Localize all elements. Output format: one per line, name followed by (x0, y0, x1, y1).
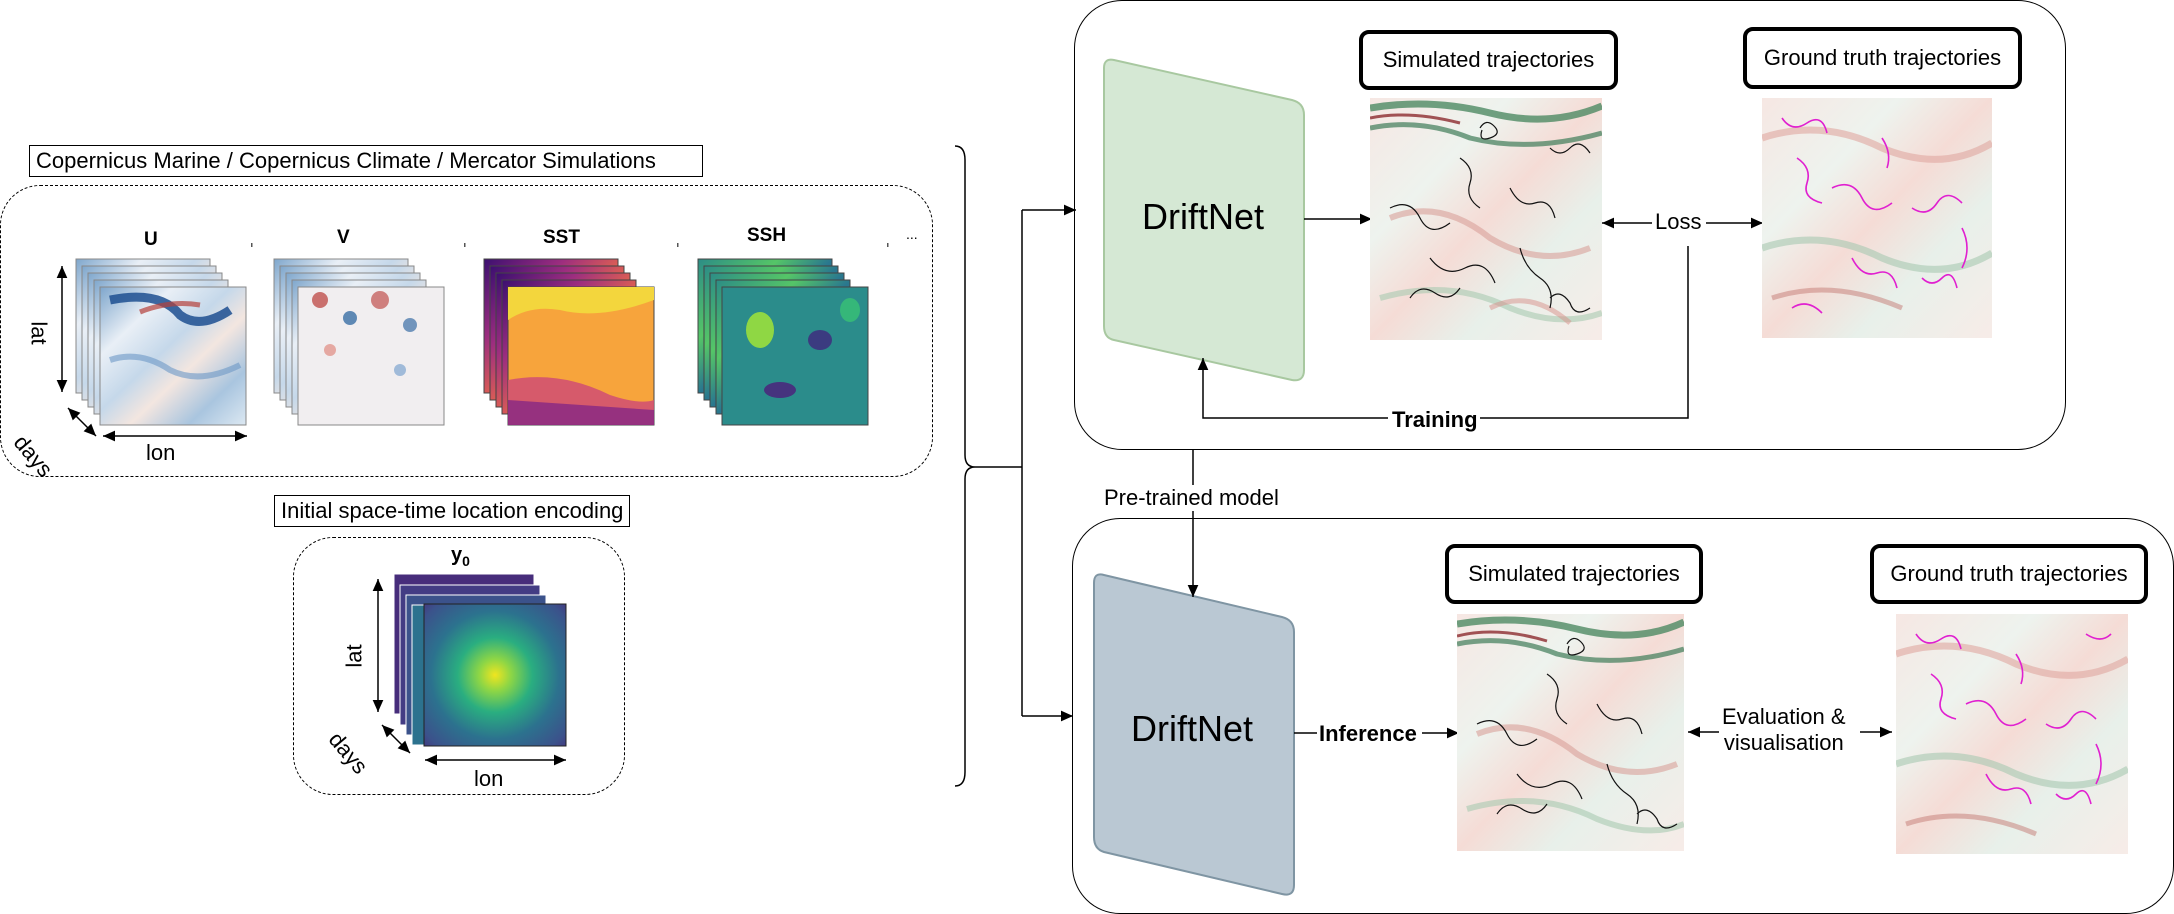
encoding-axis-lat: lat (341, 644, 367, 668)
evaluation-label: Evaluation & visualisation (1722, 704, 1846, 756)
input-axis-lat: lat (26, 321, 52, 345)
training-panel (1074, 0, 2066, 450)
driftnet-train-label: DriftNet (1142, 196, 1265, 237)
encoding-label: Initial space-time location encoding (274, 495, 631, 527)
gt-traj-map-train (1762, 98, 1992, 338)
driftnet-infer-label: DriftNet (1131, 708, 1254, 749)
brace-connectors (975, 204, 1076, 722)
sim-traj-map-train (1370, 98, 1602, 340)
u-stack (75, 258, 247, 426)
sim-traj-map-infer (1457, 614, 1684, 851)
sst-stack (483, 258, 655, 426)
gt-traj-title-infer: Ground truth trajectories (1870, 544, 2148, 604)
channel-title-v: V (337, 227, 350, 248)
sources-label: Copernicus Marine / Copernicus Climate /… (29, 145, 703, 177)
channel-title-sst: SST (543, 227, 580, 248)
evaluation-line-1: Evaluation & (1722, 704, 1846, 729)
evaluation-line-2: visualisation (1723, 730, 1844, 755)
gt-traj-title-train: Ground truth trajectories (1743, 27, 2022, 89)
inference-label: Inference (1317, 721, 1419, 747)
driftnet-infer-shape (1093, 573, 1295, 896)
encoding-channel-title: y0 (451, 544, 470, 569)
encoding-box (293, 537, 625, 795)
training-label: Training (1390, 407, 1480, 433)
encoding-axis-lon: lon (474, 766, 504, 791)
pretrained-label: Pre-trained model (1104, 485, 1279, 511)
channel-title-u: U (144, 229, 158, 250)
input-axis-lon: lon (146, 440, 176, 465)
input-fields-box (0, 185, 933, 477)
v-stack (273, 258, 445, 426)
channel-ellipsis: ... (906, 226, 918, 242)
gt-traj-map-infer (1896, 614, 2128, 854)
channel-title-ssh: SSH (747, 225, 787, 246)
ssh-stack (697, 258, 869, 426)
sim-traj-title-infer: Simulated trajectories (1445, 544, 1703, 604)
driftnet-train-shape (1103, 58, 1305, 382)
encoding-stack (393, 573, 567, 747)
loss-label: Loss (1653, 209, 1704, 235)
channel-stacks (56, 243, 889, 766)
sim-traj-title-train: Simulated trajectories (1359, 30, 1618, 90)
